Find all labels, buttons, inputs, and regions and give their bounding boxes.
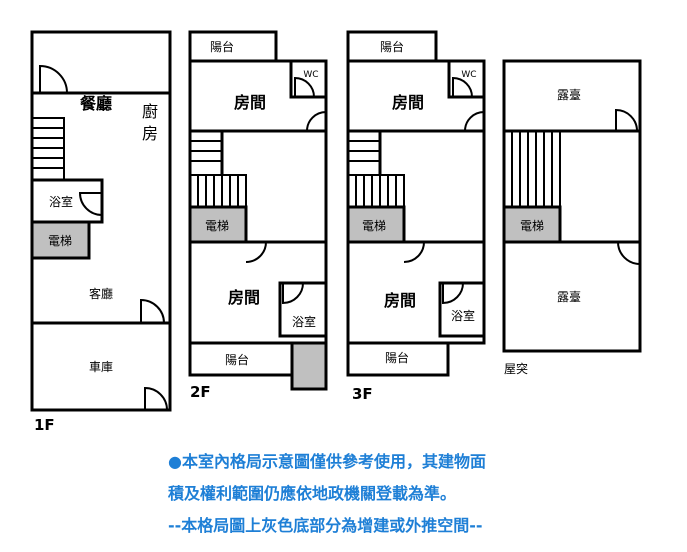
floor-2-label: 2F	[190, 383, 211, 401]
balcony-bottom	[346, 341, 450, 377]
elevator-label: 電梯	[520, 219, 544, 233]
disclaimer-line-1: ●本室內格局示意圖僅供參考使用，其建物面	[168, 452, 486, 471]
door-swing-icon	[144, 386, 168, 411]
door-swing-icon	[464, 110, 485, 132]
terrace-bottom-label: 露臺	[557, 289, 581, 304]
roof-label: 屋突	[504, 361, 528, 376]
door-swing-icon	[245, 241, 268, 263]
floor-1-label: 1F	[34, 416, 55, 434]
door-swing-icon	[403, 241, 426, 263]
floor-plan-diagram: 餐廳 廚 房 浴室 電梯 客廳 車庫 1F	[30, 30, 642, 434]
door-swing-icon	[78, 192, 103, 216]
room-top-label: 房間	[392, 93, 424, 112]
kitchen-label-2: 房	[142, 124, 158, 143]
dining-label: 餐廳	[79, 94, 112, 113]
floor-3-plan: 陽台 WC 房間 電梯 房間 浴室 陽台 3F	[346, 30, 486, 403]
room-bottom-label: 房間	[228, 288, 260, 307]
stairs-icon	[347, 130, 405, 208]
balcony-bottom-label: 陽台	[225, 352, 249, 367]
wc-room	[447, 59, 486, 99]
door-swing-icon	[140, 298, 165, 324]
balcony-bottom-label: 陽台	[385, 350, 409, 365]
door-swing-icon	[39, 64, 68, 94]
door-swing-icon	[442, 282, 464, 305]
bath-label: 浴室	[49, 194, 73, 209]
stairs-icon	[31, 117, 65, 181]
floor-1-plan: 餐廳 廚 房 浴室 電梯 客廳 車庫 1F	[30, 30, 172, 434]
room-top-label: 房間	[234, 93, 266, 112]
wc-label: WC	[461, 70, 476, 80]
room-bottom-label: 房間	[384, 291, 416, 310]
wc-room	[289, 59, 328, 99]
bath-label: 浴室	[292, 314, 316, 329]
elevator-shaft	[346, 205, 406, 244]
floor-2-plan: 陽台 WC 房間 電梯 房間 浴室 陽台 2F	[188, 30, 328, 401]
terrace-top-label: 露臺	[557, 87, 581, 102]
wc-label: WC	[303, 70, 318, 80]
elevator-label: 電梯	[362, 219, 386, 233]
kitchen-label-1: 廚	[142, 102, 158, 121]
door-swing-icon	[615, 108, 638, 132]
disclaimer-line-2: 積及權利範圍仍應依地政機關登載為準。	[168, 484, 457, 503]
floor-3-label: 3F	[352, 385, 373, 403]
door-swing-icon	[282, 282, 304, 305]
balcony-top-label: 陽台	[380, 39, 404, 54]
stairs-icon	[189, 130, 247, 208]
stairs-icon	[503, 130, 561, 208]
elevator-shaft	[30, 220, 91, 260]
door-swing-icon	[452, 76, 473, 98]
extension-area	[290, 341, 328, 391]
door-swing-icon	[617, 241, 641, 266]
elevator-label: 電梯	[48, 234, 72, 248]
elevator-label: 電梯	[205, 219, 229, 233]
door-swing-icon	[306, 110, 327, 132]
balcony-top-label: 陽台	[210, 39, 234, 54]
living-label: 客廳	[89, 286, 113, 301]
elevator-shaft	[188, 205, 248, 244]
garage-label: 車庫	[89, 360, 113, 374]
door-swing-icon	[294, 76, 315, 98]
roof-plan: 露臺 電梯 露臺 屋突	[502, 59, 642, 376]
disclaimer-line-3: --本格局圖上灰色底部分為增建或外推空間--	[168, 516, 483, 535]
bath-label: 浴室	[451, 308, 475, 323]
